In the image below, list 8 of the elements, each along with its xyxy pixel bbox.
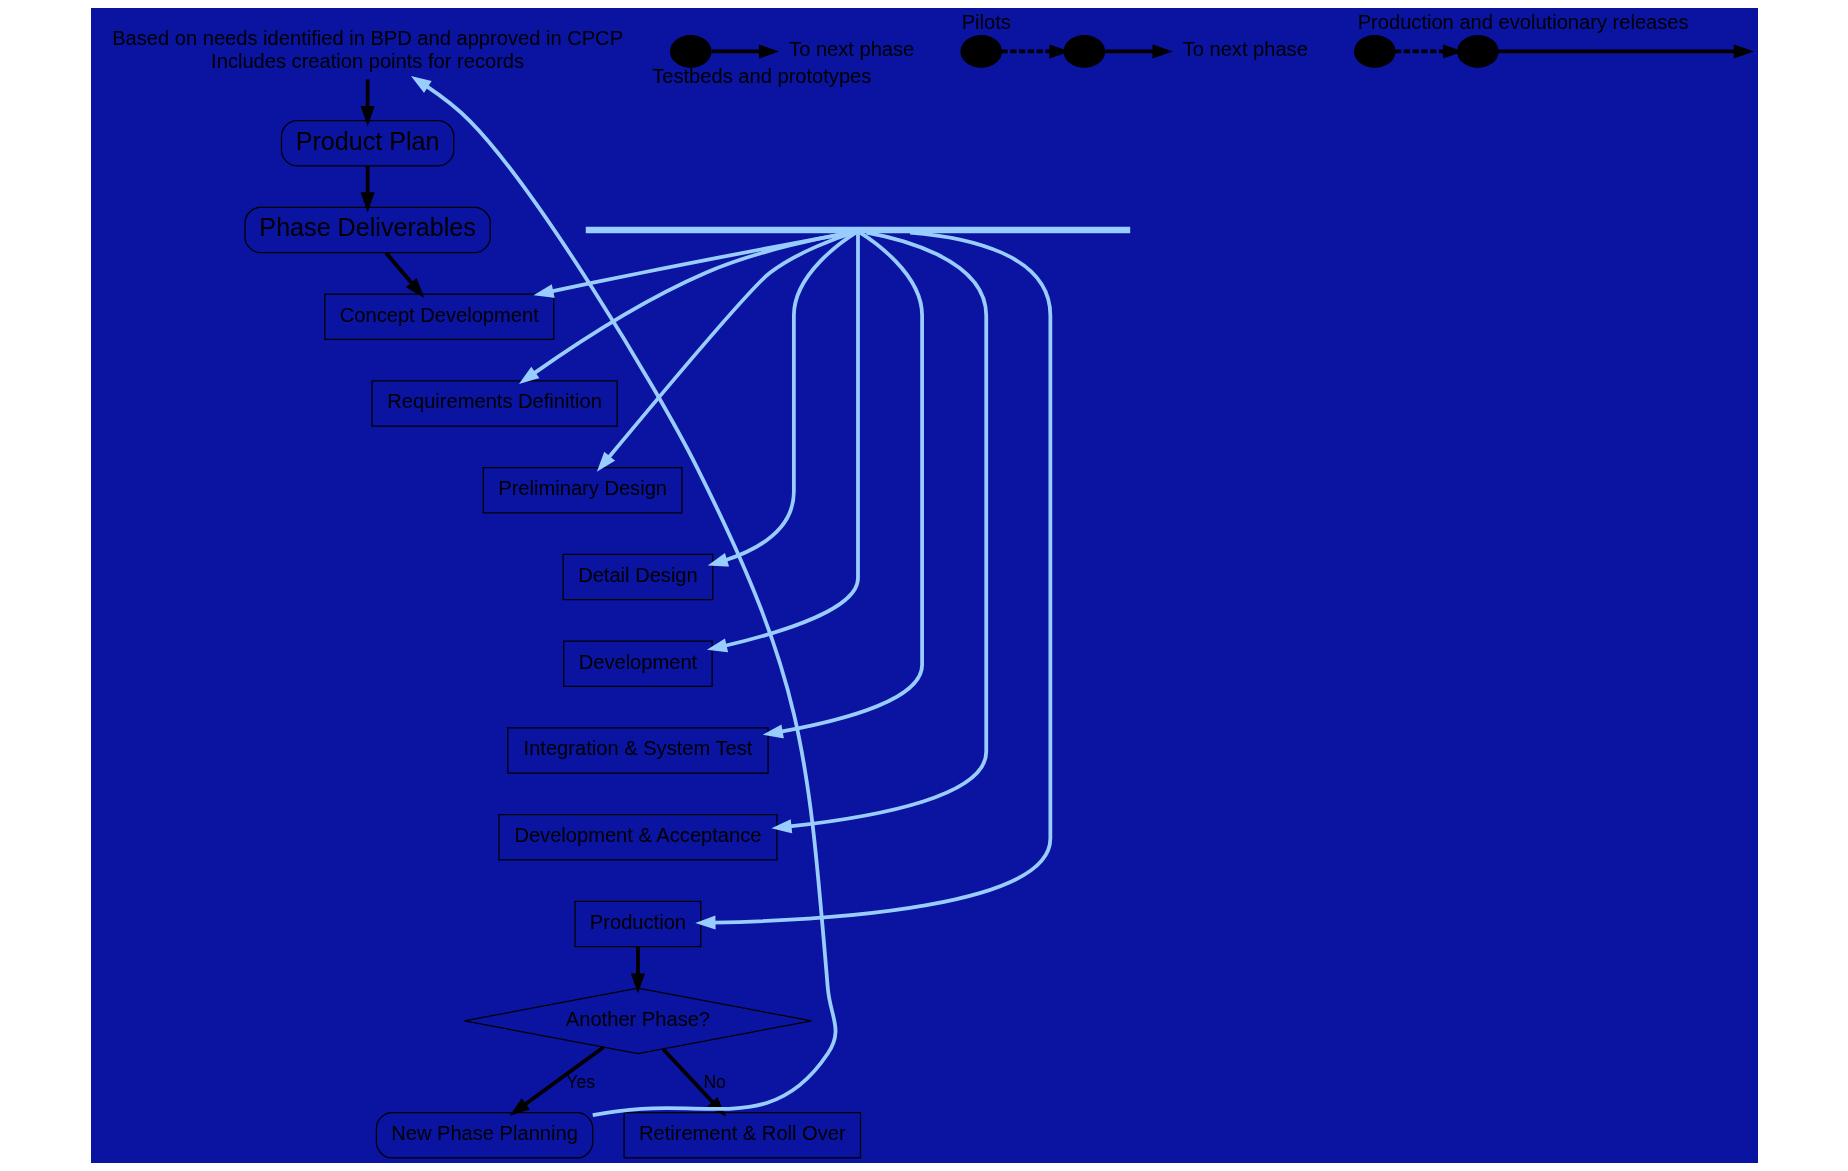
node-text: To next phase	[1182, 38, 1308, 61]
node-label: Production and evolutionary releases	[1357, 11, 1689, 34]
edge-label: Yes	[565, 1071, 595, 1092]
node-label: Testbeds and prototypes	[651, 65, 871, 88]
node-text: To next phase	[788, 38, 914, 61]
edge-label: No	[702, 1071, 726, 1092]
node-label: Pilots	[961, 11, 1011, 34]
node-text: Based on needs identified in BPD and approved in CPCP Includes creation points for records	[111, 26, 623, 72]
